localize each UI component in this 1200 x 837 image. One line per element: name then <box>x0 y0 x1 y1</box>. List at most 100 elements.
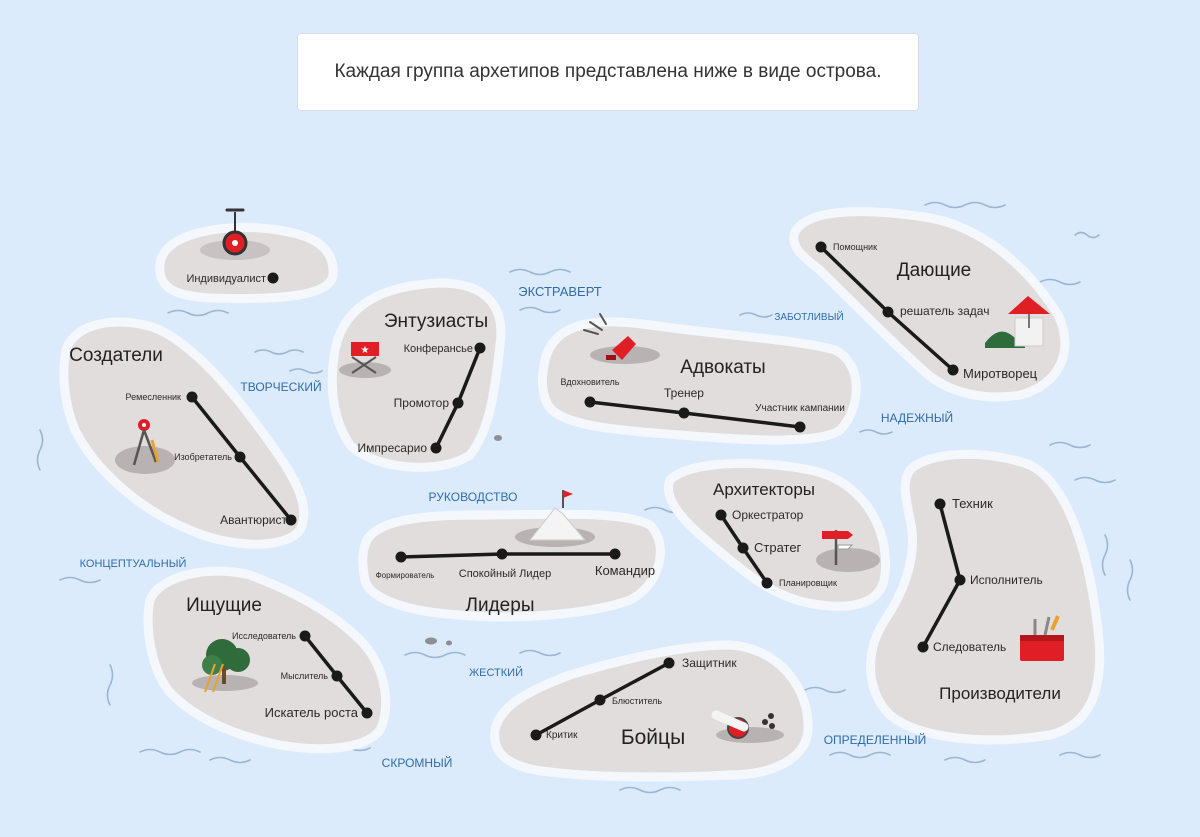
island-titles: Энтузиасты Адвокаты Дающие Создатели Лид… <box>69 260 1061 749</box>
archetype-label: Промотор <box>394 396 450 410</box>
chain-individualists: Индивидуалист <box>186 272 279 285</box>
archetype-label: Конферансье <box>404 343 473 355</box>
archetype-node[interactable] <box>361 707 373 719</box>
archetype-label: решатель задач <box>900 304 989 318</box>
archetype-node[interactable] <box>267 272 279 284</box>
island-creators <box>59 317 309 549</box>
cannon-icon <box>711 710 784 743</box>
archetype-node[interactable] <box>761 577 773 589</box>
archetype-label: Следователь <box>933 640 1006 654</box>
archetype-label: Помощник <box>833 242 877 252</box>
archetype-node[interactable] <box>954 574 966 586</box>
archetype-node[interactable] <box>430 442 442 454</box>
rocks <box>425 435 502 646</box>
archetype-label: Исследователь <box>232 631 296 641</box>
archetype-node[interactable] <box>737 542 749 554</box>
archetype-label: Изобретатель <box>174 452 232 462</box>
archetype-label: Стратег <box>754 540 802 555</box>
archetype-label: Мыслитель <box>281 671 329 681</box>
title-producers: Производители <box>939 684 1061 703</box>
archetype-node[interactable] <box>815 241 827 253</box>
archetype-label: Участник кампании <box>755 403 845 414</box>
archetype-node[interactable] <box>594 694 606 706</box>
archetype-node[interactable] <box>882 306 894 318</box>
trait-caring: ЗАБОТЛИВЫЙ <box>774 310 843 323</box>
tree-ladder-icon <box>192 639 258 693</box>
archetype-label: Тренер <box>664 386 704 400</box>
archetype-node[interactable] <box>186 391 198 403</box>
compass-icon <box>115 419 175 474</box>
signpost-icon <box>816 530 880 572</box>
archetype-node[interactable] <box>395 551 407 563</box>
island-givers <box>789 207 1070 402</box>
archetype-label: Техник <box>952 496 993 511</box>
trait-definite: ОПРЕДЕЛЕННЫЙ <box>824 732 927 747</box>
archetype-node[interactable] <box>794 421 806 433</box>
title-advocates: Адвокаты <box>680 357 765 378</box>
archetype-label: Ремесленник <box>126 392 182 402</box>
archetype-node[interactable] <box>530 729 542 741</box>
island-producers <box>866 449 1105 745</box>
archetype-label: Исполнитель <box>970 573 1043 587</box>
archetype-node[interactable] <box>474 342 486 354</box>
intro-banner: Каждая группа архетипов представлена ниж… <box>297 33 919 111</box>
archetype-node[interactable] <box>285 514 297 526</box>
archetype-node[interactable] <box>299 630 311 642</box>
trait-extravert: ЭКСТРАВЕРТ <box>518 284 602 299</box>
intro-text: Каждая группа архетипов представлена ниж… <box>334 61 882 82</box>
archetype-label: Критик <box>546 730 578 741</box>
trait-creative: ТВОРЧЕСКИЙ <box>240 379 321 394</box>
svg-text:★: ★ <box>361 345 370 356</box>
archetype-label: Вдохновитель <box>560 377 619 387</box>
trait-leadership: РУКОВОДСТВО <box>429 490 518 504</box>
waves <box>36 201 1134 794</box>
islands <box>59 207 1105 782</box>
archetype-label: Искатель роста <box>265 705 359 720</box>
archetype-chains: ИндивидуалистКонферансьеПромоторИмпресар… <box>126 241 1043 741</box>
mountain-flag-icon <box>515 490 595 547</box>
archetype-node[interactable] <box>584 396 596 408</box>
archetype-node[interactable] <box>234 451 246 463</box>
title-enthusiasts: Энтузиасты <box>384 311 488 332</box>
archetype-label: Авантюрист <box>220 513 287 527</box>
archetype-node[interactable] <box>917 641 929 653</box>
unicycle-icon <box>200 208 270 260</box>
archetype-label: Формирователь <box>376 571 435 580</box>
archetype-label: Индивидуалист <box>186 273 266 285</box>
archetype-node[interactable] <box>496 548 508 560</box>
archetype-node[interactable] <box>678 407 690 419</box>
megaphone-icon <box>583 313 660 364</box>
archetype-node[interactable] <box>934 498 946 510</box>
title-seekers: Ищущие <box>186 595 262 616</box>
wishing-well-icon <box>985 296 1050 348</box>
trait-labels: ЭКСТРАВЕРТ ЗАБОТЛИВЫЙ ТВОРЧЕСКИЙ НАДЕЖНЫ… <box>80 284 953 770</box>
toolbox-icon <box>1020 615 1064 661</box>
island-seekers <box>143 566 391 754</box>
trait-reliable: НАДЕЖНЫЙ <box>881 410 953 425</box>
archetype-node[interactable] <box>947 364 959 376</box>
archetype-label: Командир <box>595 563 655 578</box>
trait-modest: СКРОМНЫЙ <box>382 755 453 770</box>
archetype-label: Блюститель <box>612 696 662 706</box>
archetype-node[interactable] <box>331 670 343 682</box>
archetype-node[interactable] <box>452 397 464 409</box>
director-chair-icon: ★ <box>339 342 391 378</box>
trait-conceptual: КОНЦЕПТУАЛЬНЫЙ <box>80 557 187 570</box>
archetype-node[interactable] <box>609 548 621 560</box>
island-enthusiasts <box>327 278 506 472</box>
archetype-node[interactable] <box>663 657 675 669</box>
title-architects: Архитекторы <box>713 480 815 499</box>
archetype-label: Планировщик <box>779 578 837 588</box>
archetype-node[interactable] <box>715 509 727 521</box>
archetype-label: Оркестратор <box>732 508 804 522</box>
